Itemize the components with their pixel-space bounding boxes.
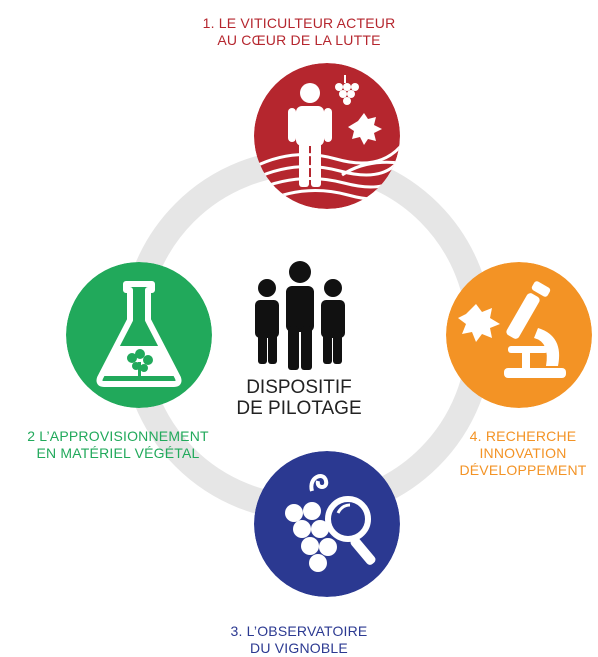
caption-plant-material-line1: 2 L’APPROVISIONNEMENT	[27, 428, 209, 444]
center-label: DISPOSITIF DE PILOTAGE	[230, 377, 368, 419]
node-research	[446, 262, 592, 408]
node-observatory	[254, 451, 400, 597]
microscope-leaf-icon	[446, 262, 592, 408]
caption-research-line2: INNOVATION	[479, 445, 567, 461]
caption-winegrower-line2: AU CŒUR DE LA LUTTE	[217, 32, 381, 48]
caption-observatory: 3. L’OBSERVATOIRE DU VIGNOBLE	[209, 623, 389, 657]
flask-plant-icon	[66, 262, 212, 408]
grapes-magnifier-icon	[254, 451, 400, 597]
caption-winegrower: 1. LE VITICULTEUR ACTEUR AU CŒUR DE LA L…	[199, 15, 399, 49]
caption-research-line1: 4. RECHERCHE	[469, 428, 577, 444]
caption-plant-material: 2 L’APPROVISIONNEMENT EN MATÉRIEL VÉGÉTA…	[2, 428, 234, 462]
winegrower-icon	[254, 63, 400, 209]
center-label-line1: DISPOSITIF	[246, 377, 352, 398]
center-label-line2: DE PILOTAGE	[236, 398, 362, 419]
caption-winegrower-line1: 1. LE VITICULTEUR ACTEUR	[202, 15, 396, 31]
caption-observatory-line2: DU VIGNOBLE	[250, 640, 348, 656]
caption-observatory-line1: 3. L’OBSERVATOIRE	[230, 623, 368, 639]
caption-research: 4. RECHERCHE INNOVATION DÉVELOPPEMENT	[450, 428, 596, 479]
node-winegrower	[254, 63, 400, 209]
node-flask	[66, 262, 212, 408]
people-group-icon	[255, 261, 345, 370]
caption-plant-material-line2: EN MATÉRIEL VÉGÉTAL	[36, 445, 200, 461]
caption-research-line3: DÉVELOPPEMENT	[459, 462, 587, 478]
